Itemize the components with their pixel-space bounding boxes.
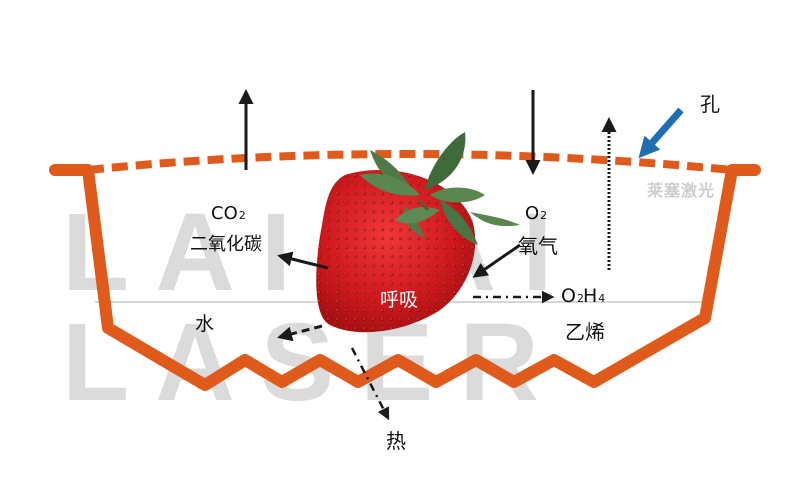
o2-absorb-arrow [472,243,521,278]
hole-label: 孔 [700,92,720,116]
co2-formula: CO2 [211,203,246,224]
co2-name-label: 二氧化碳 [190,234,262,255]
co2-release-arrow [277,251,329,270]
heat-label: 热 [386,429,406,453]
watermark-brand: 莱塞激光 [647,181,716,200]
hole-pointer-arrow [638,107,684,159]
heat-release-arrow [350,347,390,421]
ethylene-formula: O2H4 [561,285,606,307]
water-release-arrow [277,324,323,342]
respiration-label: 呼吸 [380,289,419,311]
o2-name-label: 氧气 [518,234,558,258]
o2-formula: O2 [525,203,548,224]
container [49,150,761,391]
ethylene-name-label: 乙烯 [565,320,605,344]
strawberry-image [316,132,520,333]
water-label: 水 [195,313,215,335]
